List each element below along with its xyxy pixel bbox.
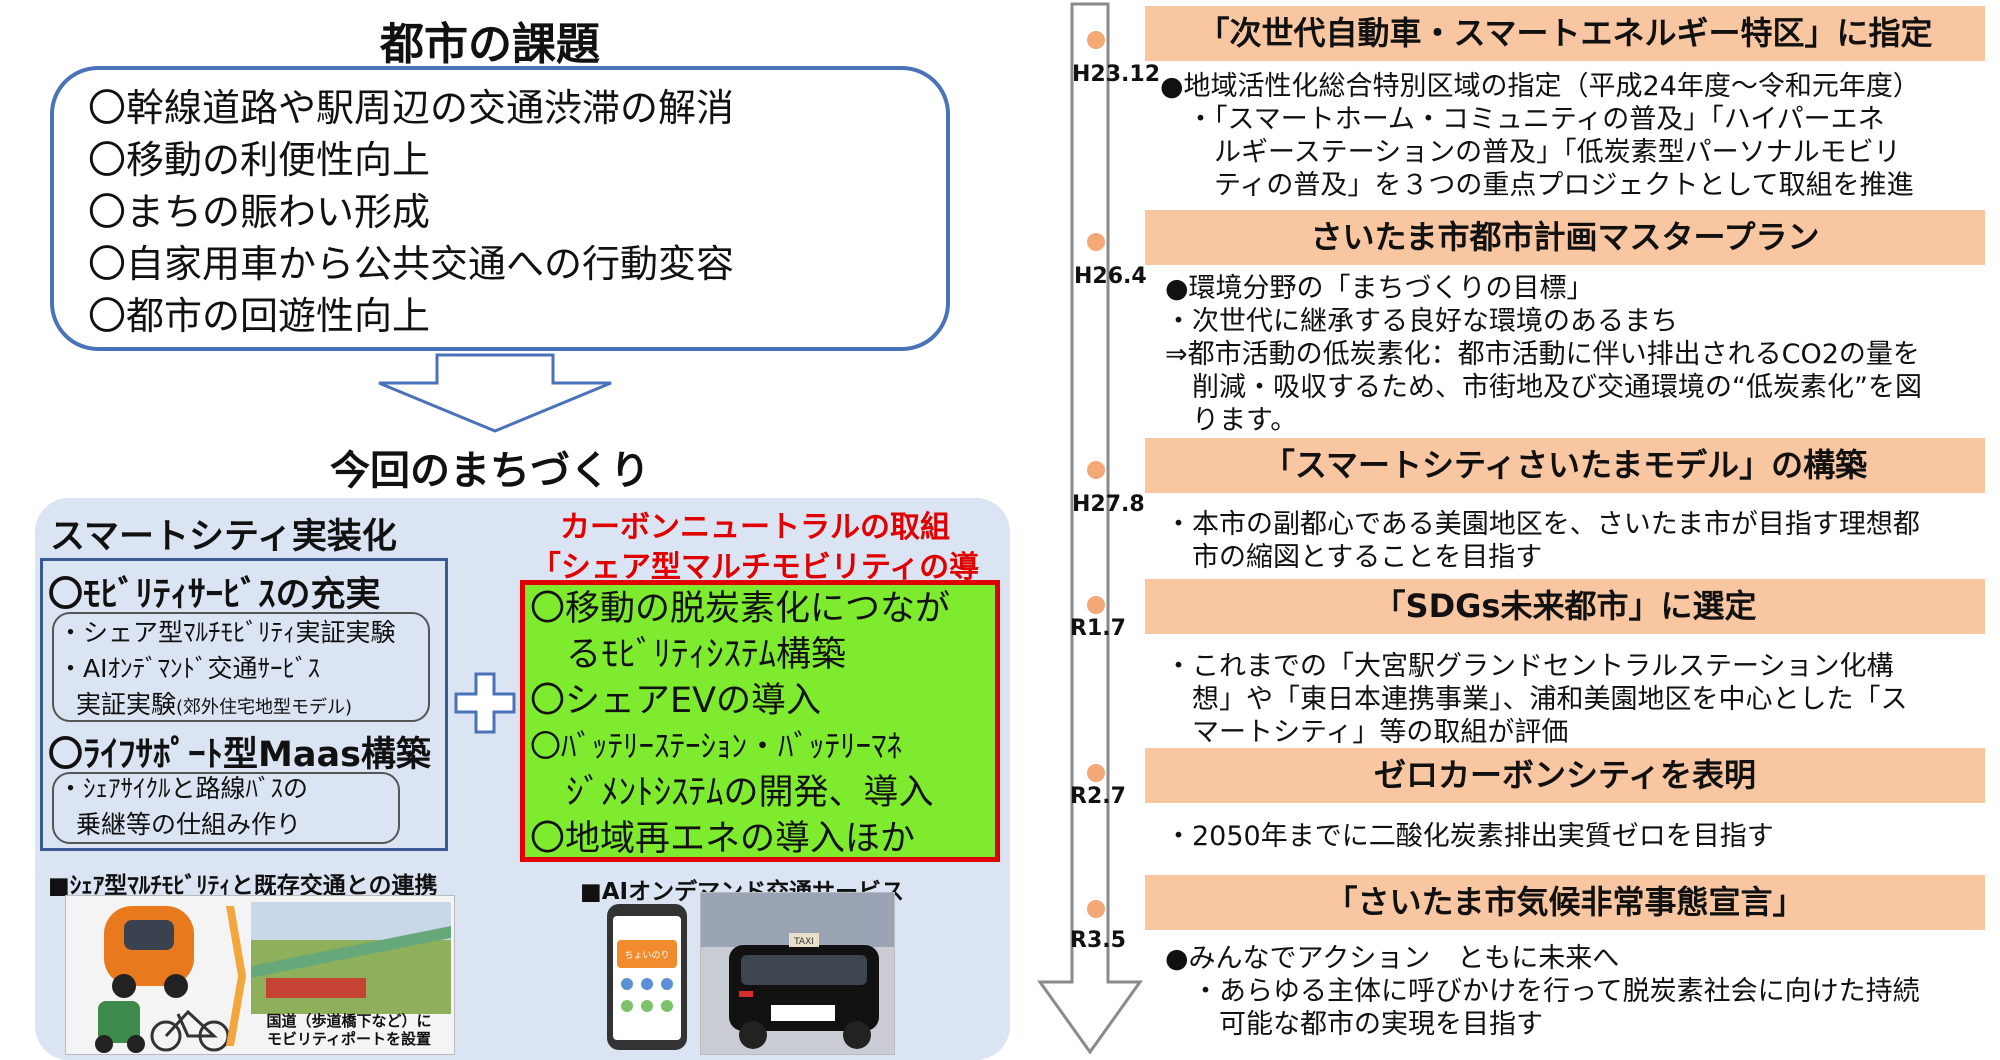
timeline-event-title: 「次世代自動車・スマートエネルギー特区」に指定 [1145, 6, 1985, 61]
timeline-event-title: ゼロカーボンシティを表明 [1145, 748, 1985, 803]
life-bracket [52, 772, 400, 844]
mobility-service-heading: 〇ﾓﾋﾞﾘﾃｨｻｰﾋﾞｽの充実 [48, 575, 381, 615]
timeline-dot [1087, 31, 1105, 49]
timeline-date: H26.4 [1074, 264, 1147, 289]
mobility-port-label: 国道（歩道橋下など）に モビリティポートを設置 [266, 1012, 432, 1048]
carbon-list: 〇移動の脱炭素化につなが るﾓﾋﾞﾘﾃｨｼｽﾃﾑ構築 〇シェアEVの導入 〇ﾊﾞ… [530, 586, 1000, 862]
carbon-item: ｼﾞﾒﾝﾄｼｽﾃﾑの開発、導入 [566, 773, 934, 813]
carbon-neutral-title: カーボンニュートラルの取組 [560, 510, 950, 545]
smart-city-title: スマートシティ実装化 [50, 517, 397, 557]
mobility-bracket [52, 612, 430, 722]
timeline-event-desc: ●環境分野の「まちづくりの目標」 ・次世代に継承する良好な環境のあるまち ⇒都市… [1165, 273, 1922, 436]
timeline-event-title: 「さいたま市気候非常事態宣言」 [1145, 875, 1985, 930]
carbon-box [520, 580, 1000, 862]
timeline-dot [1087, 764, 1105, 782]
mobility-caption: ■ｼｪｱ型ﾏﾙﾁﾓﾋﾞﾘﾃｨと既存交通との連携 [48, 873, 438, 899]
timeline-event-title: さいたま市都市計画マスタープラン [1145, 210, 1985, 265]
issue-item: 〇都市の回遊性向上 [88, 294, 431, 338]
life-support-heading: 〇ﾗｲﾌｻﾎﾟｰﾄ型Maas構築 [48, 735, 431, 775]
timeline-arrow [1037, 2, 1143, 1055]
smartphone-app-image: ちょいのり [607, 904, 687, 1050]
life-item: ・ｼｪｱｻｲｸﾙと路線ﾊﾞｽの [58, 774, 309, 803]
issue-item: 〇幹線道路や駅周辺の交通渋滞の解消 [88, 86, 735, 130]
timeline-event-title: 「スマートシティさいたまモデル」の構築 [1145, 438, 1985, 493]
timeline-event-desc: ・本市の副都心である美園地区を、さいたま市が目指す理想都 市の縮図とすることを目… [1165, 509, 1920, 573]
timeline-dot [1087, 900, 1105, 918]
section-title: 今回のまちづくり [330, 448, 650, 494]
timeline-date: R2.7 [1070, 784, 1126, 809]
carbon-item: 〇地域再エネの導入ほか [530, 819, 916, 859]
issue-item: 〇まちの賑わい形成 [88, 190, 431, 234]
timeline-event-desc: ・これまでの「大宮駅グランドセントラルステーション化構 想」や「東日本連携事業」… [1165, 651, 1908, 748]
mobility-item: 実証実験(郊外住宅地型モデル) [76, 690, 353, 719]
timeline-event-title: 「SDGs未来都市」に選定 [1145, 579, 1985, 634]
mobility-item: ・AIｵﾝﾃﾞﾏﾝﾄﾞ交通ｻｰﾋﾞｽ [58, 654, 320, 683]
issues-list: 〇幹線道路や駅周辺の交通渋滞の解消 〇移動の利便性向上 〇まちの賑わい形成 〇自… [88, 82, 734, 342]
timeline-dot [1087, 596, 1105, 614]
app-badge-text: ちょいのり [624, 950, 669, 961]
timeline-date: R1.7 [1070, 616, 1126, 641]
timeline-date: H27.8 [1072, 492, 1145, 517]
urban-issues-title: 都市の課題 [380, 19, 600, 70]
taxi-sign-text: TAXI [793, 937, 814, 947]
mobility-vehicles-photo [65, 895, 455, 1055]
mobility-item: ・シェア型ﾏﾙﾁﾓﾋﾞﾘﾃｨ実証実験 [58, 618, 396, 647]
carbon-item: 〇ﾊﾞｯﾃﾘｰｽﾃｰｼｮﾝ・ﾊﾞｯﾃﾘｰﾏﾈ [530, 729, 902, 765]
carbon-item: るﾓﾋﾞﾘﾃｨｼｽﾃﾑ構築 [566, 635, 847, 675]
carbon-item: 〇移動の脱炭素化につなが [530, 589, 951, 629]
timeline-date: R3.5 [1070, 928, 1126, 953]
taxi-photo: TAXI [700, 892, 895, 1055]
life-item: 乗継等の仕組み作り [76, 810, 302, 839]
timeline-dot [1087, 461, 1105, 479]
timeline-date: H23.12 [1072, 62, 1160, 87]
down-arrow [378, 353, 612, 433]
carbon-item: 〇シェアEVの導入 [530, 681, 822, 721]
timeline-event-desc: ●地域活性化総合特別区域の指定（平成24年度～令和元年度） ・「スマートホーム・… [1160, 71, 1920, 201]
issue-item: 〇移動の利便性向上 [88, 138, 431, 182]
issue-item: 〇自家用車から公共交通への行動変容 [88, 242, 735, 286]
smart-city-box [40, 558, 448, 851]
timeline-dot [1087, 233, 1105, 251]
issues-box [50, 66, 950, 351]
timeline-event-desc: ・2050年までに二酸化炭素排出実質ゼロを目指す [1165, 821, 1774, 852]
plus-icon [454, 672, 516, 734]
timeline-event-desc: ●みんなでアクション ともに未来へ ・あらゆる主体に呼びかけを行って脱炭素社会に… [1165, 943, 1920, 1040]
